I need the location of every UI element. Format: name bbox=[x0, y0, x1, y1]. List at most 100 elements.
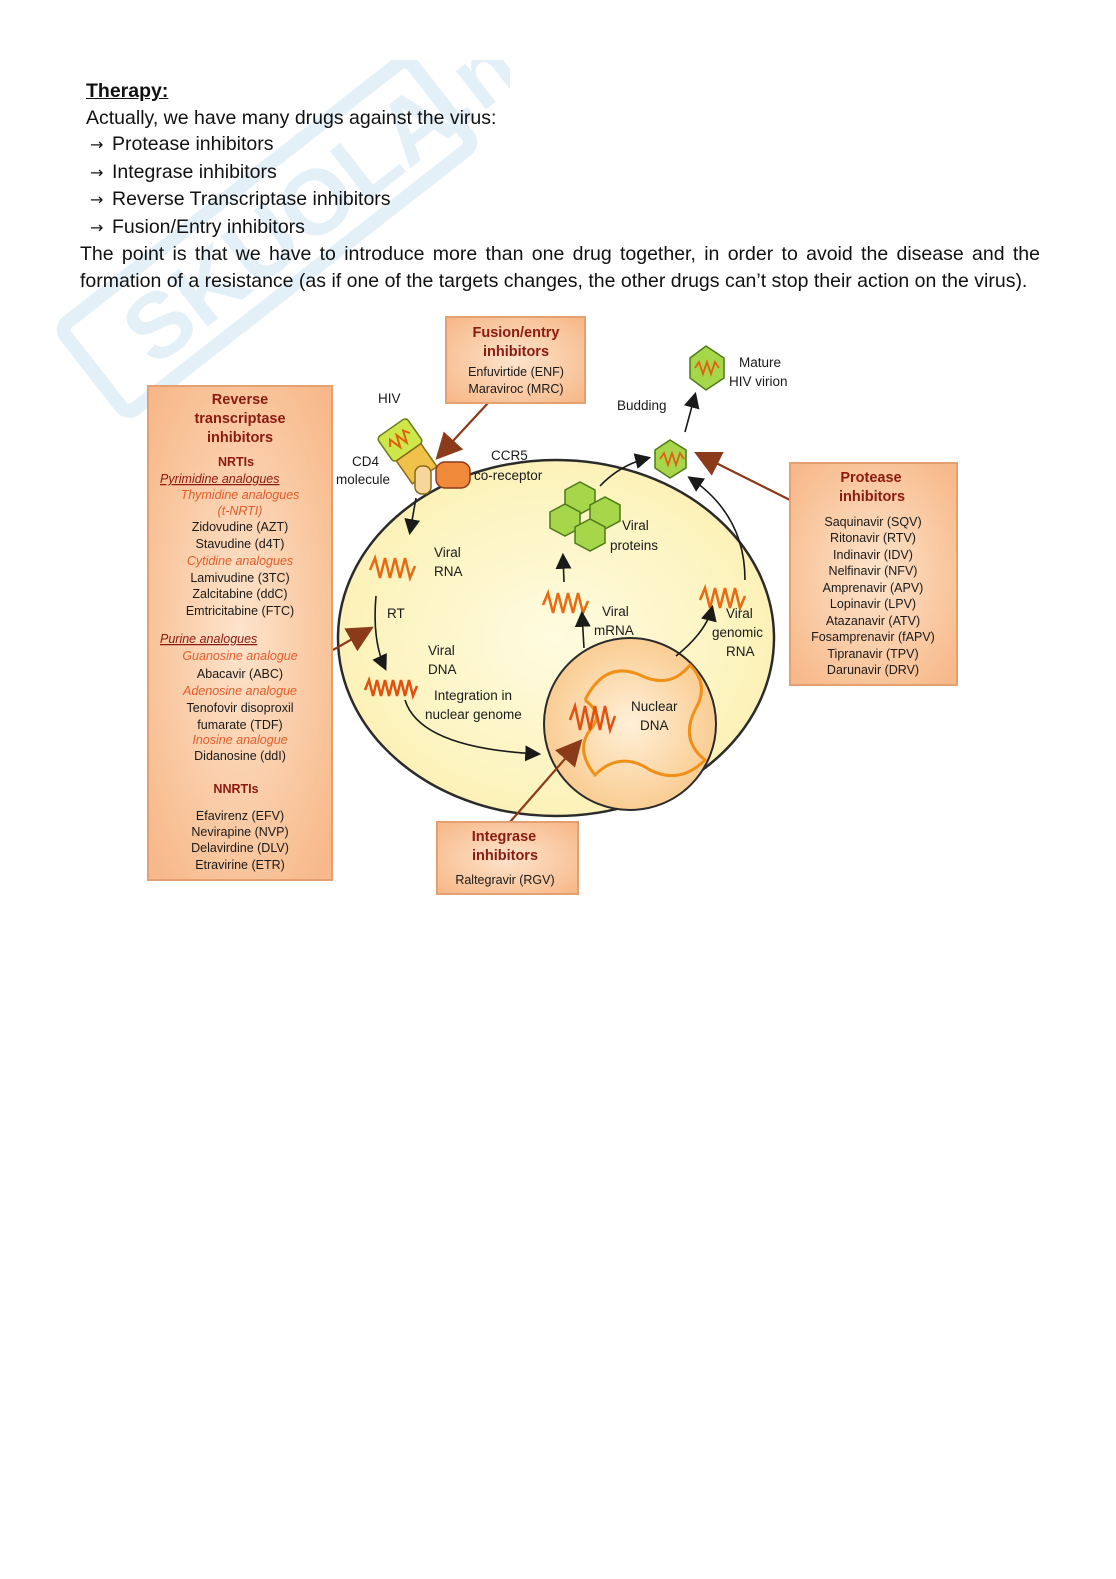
svg-text:Protease: Protease bbox=[840, 470, 901, 486]
svg-text:fumarate (TDF): fumarate (TDF) bbox=[197, 718, 282, 732]
svg-text:inhibitors: inhibitors bbox=[483, 344, 549, 360]
label-viral-proteins: Viral bbox=[622, 518, 649, 533]
svg-text:Fosamprenavir (fAPV): Fosamprenavir (fAPV) bbox=[811, 630, 935, 644]
svg-text:Abacavir (ABC): Abacavir (ABC) bbox=[197, 667, 283, 681]
svg-text:Nevirapine (NVP): Nevirapine (NVP) bbox=[191, 825, 288, 839]
svg-text:Zidovudine (AZT): Zidovudine (AZT) bbox=[192, 520, 289, 534]
svg-text:Guanosine analogue: Guanosine analogue bbox=[182, 649, 297, 663]
svg-text:NRTIs: NRTIs bbox=[218, 455, 254, 469]
label-integration-2: nuclear genome bbox=[425, 707, 522, 722]
ccr5-coreceptor bbox=[435, 461, 471, 489]
svg-text:Fusion/entry: Fusion/entry bbox=[472, 325, 559, 341]
viral-rna-icon bbox=[368, 554, 417, 582]
label-ccr5: CCR5 bbox=[491, 448, 528, 463]
viral-dna-icon bbox=[363, 675, 419, 701]
label-viral-rna: Viral bbox=[434, 545, 461, 560]
label-ccr5-2: co-receptor bbox=[474, 468, 543, 483]
label-viral-genomic-2: genomic bbox=[712, 625, 763, 640]
svg-text:Purine analogues: Purine analogues bbox=[160, 632, 257, 646]
svg-text:Zalcitabine (ddC): Zalcitabine (ddC) bbox=[192, 587, 287, 601]
viral-proteins-icon bbox=[549, 481, 621, 552]
svg-text:Stavudine (d4T): Stavudine (d4T) bbox=[196, 537, 285, 551]
svg-text:Nelfinavir (NFV): Nelfinavir (NFV) bbox=[829, 564, 918, 578]
svg-text:transcriptase: transcriptase bbox=[194, 411, 285, 427]
svg-text:Lamivudine (3TC): Lamivudine (3TC) bbox=[190, 571, 289, 585]
label-viral-dna: Viral bbox=[428, 643, 455, 658]
svg-text:inhibitors: inhibitors bbox=[207, 430, 273, 446]
label-cd4: CD4 bbox=[352, 454, 379, 469]
list-item: →Integrase inhibitors bbox=[90, 159, 1040, 187]
arrow-transcription bbox=[574, 610, 591, 649]
label-viral-genomic: Viral bbox=[726, 606, 753, 621]
label-nuclear-2: DNA bbox=[640, 718, 669, 733]
viral-mrna-icon bbox=[541, 589, 590, 617]
arrow-entry bbox=[404, 497, 421, 536]
svg-text:(t-NRTI): (t-NRTI) bbox=[218, 504, 263, 518]
arrow-integrase-inhibitors bbox=[509, 739, 583, 823]
svg-text:Atazanavir (ATV): Atazanavir (ATV) bbox=[826, 614, 920, 628]
arrow-right-icon: → bbox=[90, 190, 104, 209]
svg-text:Etravirine (ETR): Etravirine (ETR) bbox=[195, 858, 285, 872]
arrow-integration bbox=[404, 699, 542, 762]
arrow-right-icon: → bbox=[90, 135, 104, 154]
hiv-particle bbox=[377, 418, 438, 485]
document-body: Therapy: Actually, we have many drugs ag… bbox=[80, 78, 1040, 294]
label-nuclear: Nuclear bbox=[631, 699, 678, 714]
svg-text:Tenofovir disoproxil: Tenofovir disoproxil bbox=[187, 701, 294, 715]
list-item: →Fusion/Entry inhibitors bbox=[90, 214, 1040, 242]
arrow-rt-inhibitors bbox=[332, 626, 374, 652]
label-cd4-2: molecule bbox=[336, 472, 390, 487]
cd4-molecule bbox=[414, 465, 432, 495]
svg-text:Efavirenz (EFV): Efavirenz (EFV) bbox=[196, 809, 284, 823]
nucleus bbox=[543, 637, 717, 811]
svg-text:Enfuvirtide (ENF): Enfuvirtide (ENF) bbox=[468, 365, 564, 379]
label-viral-proteins-2: proteins bbox=[610, 538, 658, 553]
drug-class-list: →Protease inhibitors →Integrase inhibito… bbox=[80, 131, 1040, 241]
svg-text:Adenosine analogue: Adenosine analogue bbox=[182, 684, 297, 698]
svg-text:inhibitors: inhibitors bbox=[839, 489, 905, 505]
viral-genomic-rna-icon bbox=[698, 584, 747, 612]
arrow-rt bbox=[372, 595, 387, 671]
integrated-dna-icon bbox=[568, 701, 617, 735]
svg-text:Emtricitabine (FTC): Emtricitabine (FTC) bbox=[186, 604, 294, 618]
svg-text:Saquinavir (SQV): Saquinavir (SQV) bbox=[824, 515, 921, 529]
svg-text:Cytidine analogues: Cytidine analogues bbox=[187, 554, 293, 568]
list-item: →Reverse Transcriptase inhibitors bbox=[90, 186, 1040, 214]
svg-text:Tipranavir (TPV): Tipranavir (TPV) bbox=[827, 647, 918, 661]
arrow-fusion-inhibitors bbox=[435, 402, 489, 460]
label-mature: Mature bbox=[739, 355, 781, 370]
label-budding: Budding bbox=[617, 398, 667, 413]
arrow-right-icon: → bbox=[90, 162, 104, 182]
integrase-inhibitors-box: Integrase inhibitors Raltegravir (RGV) bbox=[436, 821, 579, 895]
svg-text:Inosine analogue: Inosine analogue bbox=[192, 733, 287, 747]
body-paragraph: The point is that we have to introduce m… bbox=[80, 243, 1040, 292]
svg-text:Amprenavir (APV): Amprenavir (APV) bbox=[823, 581, 924, 595]
list-item: →Protease inhibitors bbox=[90, 131, 1040, 159]
nuclear-dna-strand bbox=[582, 662, 708, 778]
label-integration: Integration in bbox=[434, 688, 512, 703]
svg-text:Lopinavir (LPV): Lopinavir (LPV) bbox=[830, 597, 916, 611]
arrow-budding bbox=[683, 391, 700, 433]
svg-text:Didanosine (ddI): Didanosine (ddI) bbox=[194, 749, 286, 763]
label-viral-genomic-3: RNA bbox=[726, 644, 755, 659]
svg-text:Pyrimidine analogues: Pyrimidine analogues bbox=[160, 472, 280, 486]
svg-text:Raltegravir (RGV): Raltegravir (RGV) bbox=[455, 873, 554, 887]
svg-text:NNRTIs: NNRTIs bbox=[213, 782, 258, 796]
rt-inhibitors-box: Reverse transcriptase inhibitors NRTIs P… bbox=[147, 385, 333, 881]
arrow-translation bbox=[555, 552, 572, 583]
fusion-inhibitors-box: Fusion/entry inhibitors Enfuvirtide (ENF… bbox=[445, 316, 586, 404]
label-viral-dna-2: DNA bbox=[428, 662, 457, 677]
svg-text:Darunavir (DRV): Darunavir (DRV) bbox=[827, 663, 919, 677]
arrow-right-icon: → bbox=[90, 217, 104, 237]
svg-text:Delavirdine (DLV): Delavirdine (DLV) bbox=[191, 841, 289, 855]
arrow-protease-inhibitors bbox=[694, 452, 791, 501]
arrow-assembly bbox=[599, 453, 652, 487]
protease-inhibitors-box: Protease inhibitors Saquinavir (SQV) Rit… bbox=[789, 462, 958, 686]
page-heading: Therapy: bbox=[86, 80, 169, 102]
svg-text:inhibitors: inhibitors bbox=[472, 848, 538, 864]
label-hiv: HIV bbox=[378, 391, 401, 406]
label-mature-2: HIV virion bbox=[729, 374, 788, 389]
arrow-to-bud bbox=[687, 476, 746, 581]
svg-text:Indinavir (IDV): Indinavir (IDV) bbox=[833, 548, 913, 562]
label-viral-mrna-2: mRNA bbox=[594, 623, 634, 638]
